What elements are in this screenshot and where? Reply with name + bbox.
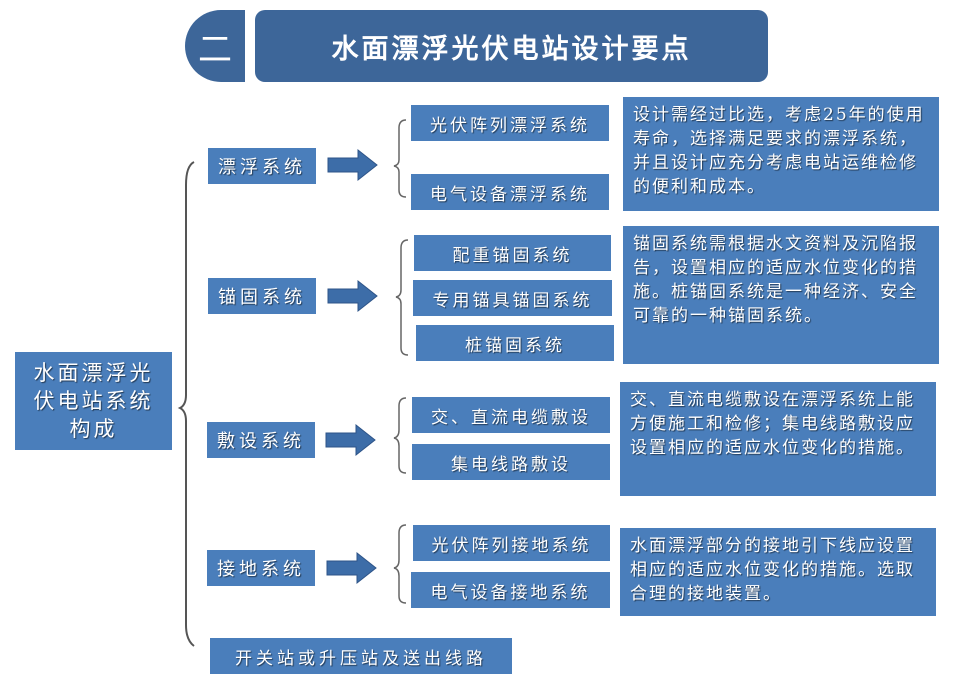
description-text: 水面漂浮部分的接地引下线应设置相应的适应水位变化的措施。选取合理的接地装置。 (630, 536, 915, 604)
sub-brace-grounding (393, 524, 407, 604)
subsystem-label: 电气设备接地系统 (430, 582, 591, 603)
section-number-badge: 二 (185, 10, 245, 82)
sub-brace-cabling (393, 397, 407, 474)
root-label: 水面漂浮光伏电站系统构成 (33, 361, 154, 441)
subsystem-node: 专用锚具锚固系统 (413, 280, 612, 316)
arrow-icon-grounding (326, 551, 377, 585)
subsystem-label: 配重锚固系统 (452, 245, 573, 266)
sub-brace-floating (393, 119, 407, 198)
subsystem-node: 配重锚固系统 (414, 235, 611, 271)
subsystem-label: 桩锚固系统 (465, 335, 565, 356)
root-node: 水面漂浮光伏电站系统构成 (15, 352, 172, 450)
substation-node: 开关站或升压站及送出线路 (210, 638, 512, 674)
system-node-grounding: 接地系统 (207, 550, 315, 586)
system-node-anchoring: 锚固系统 (208, 278, 316, 314)
subsystem-label: 电气设备漂浮系统 (430, 184, 590, 205)
subsystem-label: 光伏阵列接地系统 (431, 535, 592, 556)
sub-brace-anchoring (395, 239, 409, 356)
description-text: 设计需经过比选，考虑25年的使用寿命，选择满足要求的漂浮系统，并且设计应充分考虑… (633, 105, 925, 197)
subsystem-label: 光伏阵列漂浮系统 (430, 115, 590, 136)
arrow-icon-floating (327, 148, 378, 182)
subsystem-node: 桩锚固系统 (416, 325, 614, 361)
arrow-icon-anchoring (327, 279, 378, 313)
description-box-grounding: 水面漂浮部分的接地引下线应设置相应的适应水位变化的措施。选取合理的接地装置。 (620, 528, 936, 616)
subsystem-label: 专用锚具锚固系统 (432, 290, 593, 311)
description-box-floating: 设计需经过比选，考虑25年的使用寿命，选择满足要求的漂浮系统，并且设计应充分考虑… (623, 97, 939, 211)
subsystem-node: 电气设备接地系统 (411, 572, 610, 608)
page-title-bar: 水面漂浮光伏电站设计要点 (255, 10, 768, 82)
system-label: 锚固系统 (218, 287, 306, 308)
description-text: 交、直流电缆敷设在漂浮系统上能方便施工和检修；集电线路敷设应设置相应的适应水位变… (630, 390, 915, 458)
arrow-icon-cabling (325, 423, 376, 457)
substation-label: 开关站或升压站及送出线路 (235, 648, 487, 669)
system-label: 敷设系统 (217, 431, 305, 452)
subsystem-node: 光伏阵列接地系统 (413, 525, 610, 561)
section-number: 二 (198, 29, 232, 70)
system-node-floating: 漂浮系统 (208, 148, 316, 184)
subsystem-label: 交、直流电缆敷设 (431, 407, 591, 428)
subsystem-node: 交、直流电缆敷设 (412, 397, 610, 433)
system-label: 漂浮系统 (218, 157, 306, 178)
subsystem-node: 光伏阵列漂浮系统 (411, 105, 609, 141)
description-box-anchoring: 锚固系统需根据水文资料及沉陷报告，设置相应的适应水位变化的措施。桩锚固系统是一种… (623, 226, 939, 364)
main-brace (177, 161, 195, 647)
system-node-cabling: 敷设系统 (207, 422, 315, 458)
subsystem-node: 电气设备漂浮系统 (411, 174, 609, 210)
subsystem-label: 集电线路敷设 (451, 454, 571, 475)
system-label: 接地系统 (217, 559, 305, 580)
page-title: 水面漂浮光伏电站设计要点 (331, 33, 692, 65)
description-text: 锚固系统需根据水文资料及沉陷报告，设置相应的适应水位变化的措施。桩锚固系统是一种… (633, 234, 918, 326)
subsystem-node: 集电线路敷设 (412, 444, 610, 480)
description-box-cabling: 交、直流电缆敷设在漂浮系统上能方便施工和检修；集电线路敷设应设置相应的适应水位变… (620, 382, 936, 496)
